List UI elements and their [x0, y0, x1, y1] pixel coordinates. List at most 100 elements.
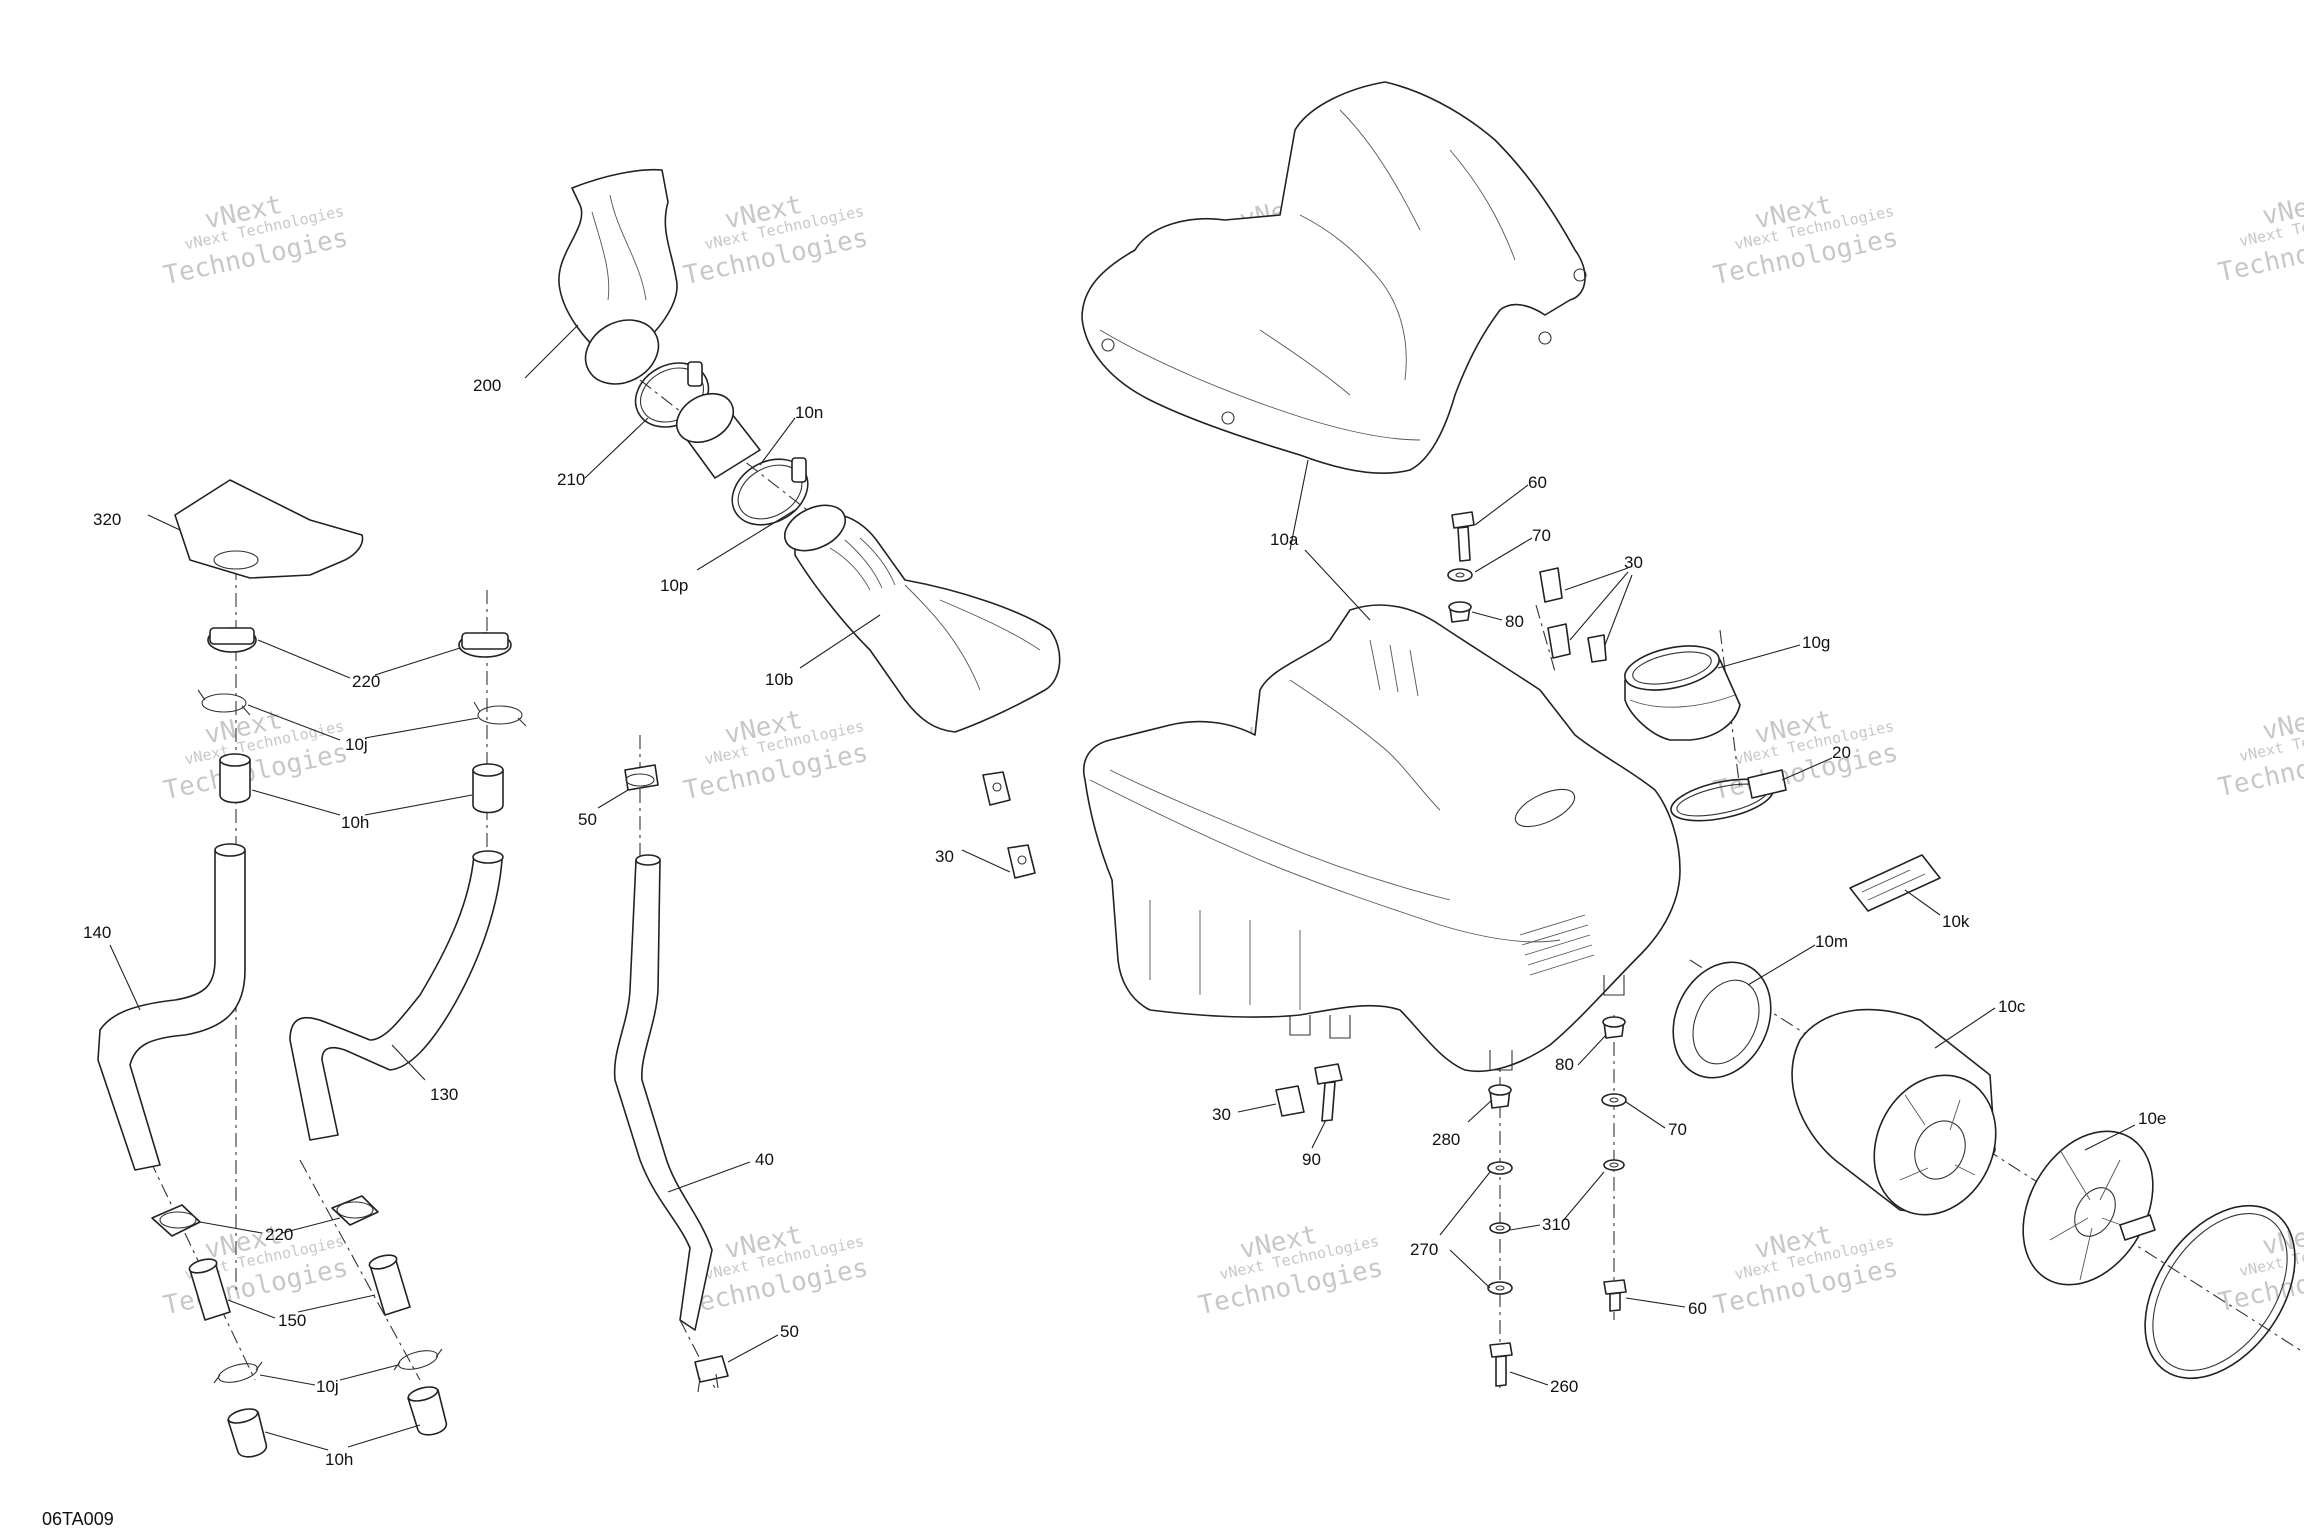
- part-320-shield: [174, 479, 364, 579]
- leader-10jb-b: [339, 1364, 399, 1381]
- base-boss: [1289, 1015, 1311, 1036]
- callout-10m: 10m: [1815, 932, 1848, 951]
- connector-end: [368, 1254, 398, 1270]
- cover-ridge: [1299, 214, 1407, 381]
- part-10h-cap-lower-right: [407, 1386, 447, 1436]
- clip-body: [1547, 623, 1571, 659]
- part-220-clamp-lower-left: [151, 1204, 201, 1237]
- fitting-ring: [625, 773, 655, 787]
- leader-70b: [1625, 1101, 1666, 1129]
- leader-10a-lower: [1304, 549, 1371, 621]
- clip-body: [1007, 844, 1036, 879]
- leader-20: [1781, 757, 1833, 781]
- cap-top: [472, 763, 504, 777]
- grommet-top: [1602, 1016, 1626, 1028]
- leader-30c: [1237, 1103, 1277, 1113]
- leader-150: [227, 1299, 276, 1319]
- clip-body: [1539, 567, 1563, 603]
- washer: [1487, 1281, 1513, 1295]
- cap-spokes: [2049, 1149, 2136, 1281]
- clamp-ring: [159, 1211, 197, 1229]
- leader-220a: [257, 639, 351, 679]
- callout-70-lower: 70: [1668, 1120, 1687, 1139]
- base-ribs: [1149, 900, 1301, 1010]
- part-40-hose: [613, 854, 713, 1331]
- callout-140: 140: [83, 923, 111, 942]
- callout-40: 40: [755, 1150, 774, 1169]
- leader-30b-3: [1604, 574, 1633, 646]
- leader-310: [1509, 1224, 1541, 1231]
- leader-200: [524, 324, 579, 379]
- leader-270: [1439, 1171, 1491, 1236]
- clamp-body: [151, 1204, 201, 1237]
- part-70-washer-upper: [1447, 568, 1473, 582]
- callout-150: 150: [278, 1311, 306, 1330]
- screw-head: [1451, 511, 1475, 529]
- base-posts: [1369, 639, 1419, 697]
- base-tub: [1083, 604, 1681, 1073]
- adapter-rim: [1624, 645, 1720, 691]
- elbow-body: [558, 168, 678, 357]
- leader-10k: [1904, 889, 1941, 916]
- assembly-axes: [149, 379, 2301, 1391]
- drawing-code: 06TA009: [42, 1509, 114, 1529]
- filter-spokes: [1899, 1094, 1976, 1181]
- part-10j-clip-lower-right: [393, 1348, 443, 1371]
- callout-270: 270: [1410, 1240, 1438, 1259]
- screw-head: [1314, 1063, 1343, 1085]
- part-90-screw: [1314, 1063, 1343, 1122]
- callout-260: 260: [1550, 1377, 1578, 1396]
- leader-40: [667, 1161, 751, 1193]
- part-130-hose: [289, 850, 504, 1141]
- part-10a-airbox-cover: [1081, 81, 1587, 474]
- part-10j-clip-lower-left: [213, 1361, 263, 1384]
- screw-head: [1603, 1279, 1627, 1295]
- callout-70-upper: 70: [1532, 526, 1551, 545]
- part-10h-cap-right: [472, 763, 504, 814]
- leader-10m: [1747, 944, 1816, 986]
- leader-280: [1467, 1099, 1493, 1123]
- screw-shank: [1457, 526, 1471, 562]
- cover-ridge: [1449, 149, 1516, 261]
- part-30-clip-f: [1275, 1085, 1305, 1117]
- part-10n-coupler: [675, 392, 761, 479]
- watermark-tile: vNext vNext Technologies Technologies: [681, 190, 871, 291]
- leader-10e: [2084, 1124, 2136, 1151]
- label-lines: [1861, 869, 1926, 901]
- filter-end: [1873, 1074, 1997, 1216]
- hose-end: [635, 854, 661, 866]
- callout-10k: 10k: [1942, 912, 1970, 931]
- part-50-fitting-upper: [624, 764, 659, 791]
- leader-60b: [1625, 1297, 1686, 1308]
- callout-30-left: 30: [935, 847, 954, 866]
- clip-tabs: [473, 701, 527, 727]
- cover-shell: [1081, 81, 1586, 474]
- cap-top: [219, 753, 251, 767]
- washer-hole: [1495, 1225, 1505, 1231]
- cap-top: [227, 1408, 259, 1424]
- washer: [1601, 1093, 1627, 1107]
- hose-end: [214, 843, 246, 857]
- adapter-bead: [1629, 694, 1736, 708]
- cover-flange: [1099, 329, 1421, 441]
- part-140-hose: [97, 843, 246, 1171]
- part-10k-label: [1849, 854, 1941, 912]
- leader-270-b: [1449, 1249, 1491, 1289]
- cover-ridge: [1339, 109, 1421, 231]
- callout-220-upper: 220: [352, 672, 380, 691]
- seal-inner: [1692, 979, 1760, 1065]
- leader-10p: [696, 509, 796, 571]
- part-60-screw-lower: [1603, 1279, 1627, 1312]
- clip-body: [1275, 1085, 1305, 1117]
- watermark-tile: vNext vNext Technologies Technologies: [2216, 701, 2304, 803]
- leader-220a-b: [374, 647, 461, 676]
- base-grille: [1519, 914, 1595, 976]
- part-70-washer-lower: [1601, 1093, 1627, 1107]
- base-boss: [1489, 1050, 1513, 1071]
- part-280-washer: [1487, 1161, 1513, 1175]
- washer: [1489, 1222, 1511, 1234]
- shield-plate: [174, 479, 364, 579]
- part-80-grommet-upper: [1448, 601, 1472, 623]
- callout-10c: 10c: [1998, 997, 2026, 1016]
- washer-hole: [1495, 1165, 1505, 1171]
